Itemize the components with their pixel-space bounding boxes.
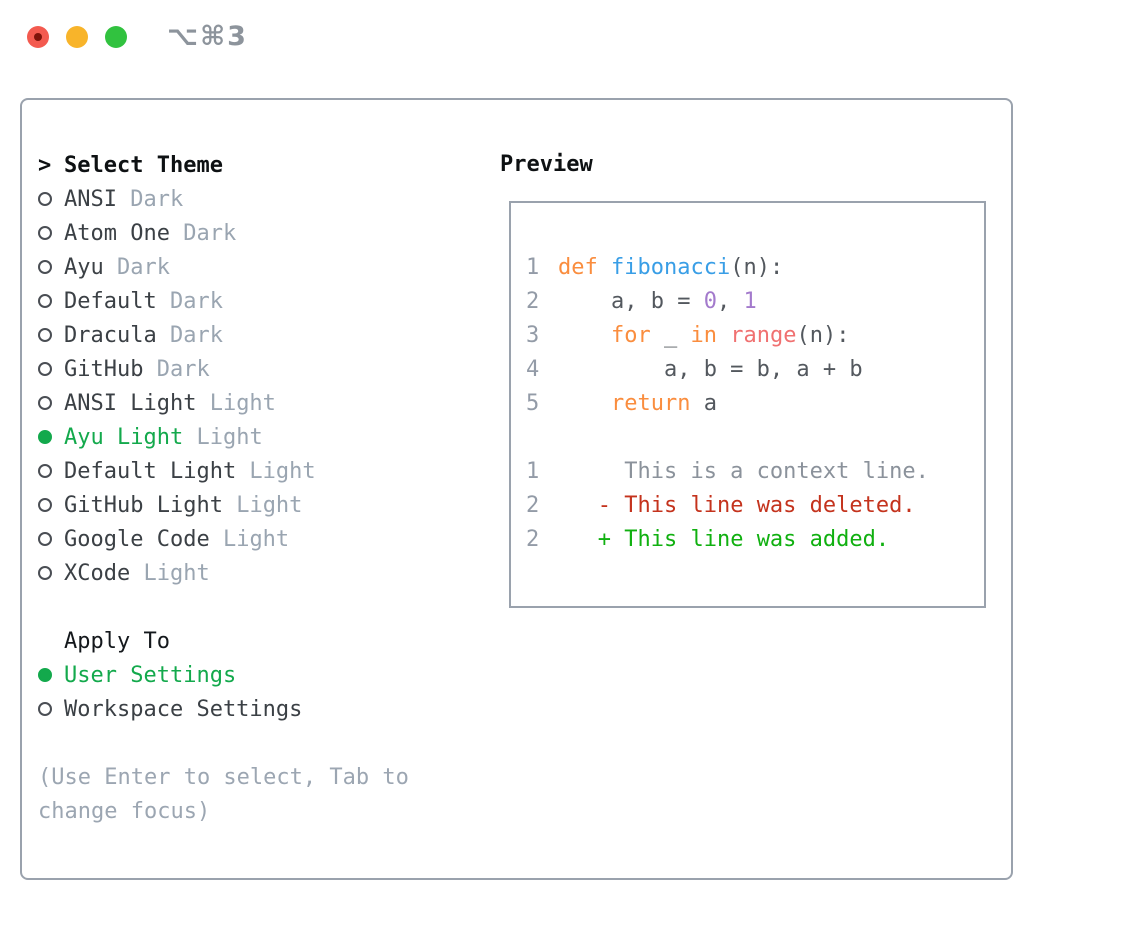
radio-icon [38,226,64,240]
diff-line: 1 This is a context line. [526,455,929,489]
theme-variant: Light [222,492,303,518]
zoom-button[interactable] [105,26,127,48]
radio-icon [38,464,64,478]
apply-option-label: Workspace Settings [64,696,303,722]
theme-name: ANSI [64,186,117,212]
theme-variant: Light [130,560,210,586]
code-line: 5 return a [526,387,929,421]
theme-name: GitHub [64,356,144,382]
radio-icon [38,328,64,342]
diff-line: 2 - This line was deleted. [526,489,929,523]
code-line: 4 a, b = b, a + b [526,353,929,387]
radio-icon [38,294,64,308]
theme-variant: Dark [169,220,237,246]
radio-icon [38,498,64,512]
theme-option-ansi-light-light[interactable]: ANSI Light Light [38,386,409,420]
theme-option-default-dark[interactable]: Default Dark [38,284,409,318]
theme-name: GitHub Light [64,492,223,518]
theme-variant: Dark [156,322,223,348]
line-number: 2 [526,289,540,314]
theme-variant: Light [183,424,263,450]
theme-name: XCode [64,560,131,586]
theme-variant: Light [209,526,290,552]
close-button[interactable] [27,26,49,48]
radio-icon [38,362,64,376]
line-number: 2 [526,493,540,518]
line-number: 4 [526,357,540,382]
window-title: ⌥⌘3 [167,21,248,52]
theme-variant: Light [236,458,316,484]
theme-name: Atom One [64,220,170,246]
apply-option-workspace-settings[interactable]: Workspace Settings [38,692,409,726]
spacer-row [38,590,409,624]
radio-icon [38,260,64,274]
radio-icon [38,430,64,444]
minimize-button[interactable] [66,26,88,48]
theme-option-atom-one-dark[interactable]: Atom One Dark [38,216,409,250]
theme-option-default-light-light[interactable]: Default Light Light [38,454,409,488]
cursor-icon: > [38,152,52,178]
theme-name: Ayu [64,254,104,280]
apply-to-label: Apply To [64,628,170,654]
blank-line [526,421,929,455]
theme-option-google-code-light[interactable]: Google Code Light [38,522,409,556]
theme-option-ayu-dark[interactable]: Ayu Dark [38,250,409,284]
theme-variant: Dark [156,288,223,314]
theme-option-xcode-light[interactable]: XCode Light [38,556,409,590]
line-number: 1 [526,255,540,280]
theme-name: Google Code [64,526,210,552]
radio-icon [38,192,64,206]
theme-name: Dracula [64,322,157,348]
select-theme-header: > Select Theme [38,148,409,182]
select-theme-label: Select Theme [64,152,223,178]
theme-name: ANSI Light [64,390,197,416]
theme-option-github-dark[interactable]: GitHub Dark [38,352,409,386]
window-titlebar: ⌥⌘3 [0,0,1140,74]
theme-name: Ayu Light [64,424,184,450]
radio-icon [38,668,64,682]
theme-variant: Dark [116,186,184,212]
code-line: 3 for _ in range(n): [526,319,929,353]
theme-variant: Dark [103,254,170,280]
help-text-line2: change focus) [38,798,211,824]
theme-option-dracula-dark[interactable]: Dracula Dark [38,318,409,352]
radio-icon [38,702,64,716]
line-number: 3 [526,323,540,348]
apply-to-header: Apply To [38,624,409,658]
line-number: 1 [526,459,540,484]
theme-variant: Light [196,390,276,416]
theme-option-ayu-light-light[interactable]: Ayu Light Light [38,420,409,454]
radio-icon [38,396,64,410]
theme-variant: Dark [143,356,210,382]
theme-name: Default [64,288,157,314]
theme-option-ansi-dark[interactable]: ANSI Dark [38,182,409,216]
preview-label: Preview [500,152,593,177]
code-line: 2 a, b = 0, 1 [526,285,929,319]
diff-line: 2 + This line was added. [526,523,929,557]
radio-icon [38,566,64,580]
spacer-row [38,726,409,760]
help-text-line1: (Use Enter to select, Tab to [38,764,409,790]
line-number: 2 [526,527,540,552]
theme-name: Default Light [64,458,237,484]
apply-option-label: User Settings [64,662,237,688]
radio-icon [38,532,64,546]
line-number: 5 [526,391,540,416]
theme-option-github-light-light[interactable]: GitHub Light Light [38,488,409,522]
apply-option-user-settings[interactable]: User Settings [38,658,409,692]
